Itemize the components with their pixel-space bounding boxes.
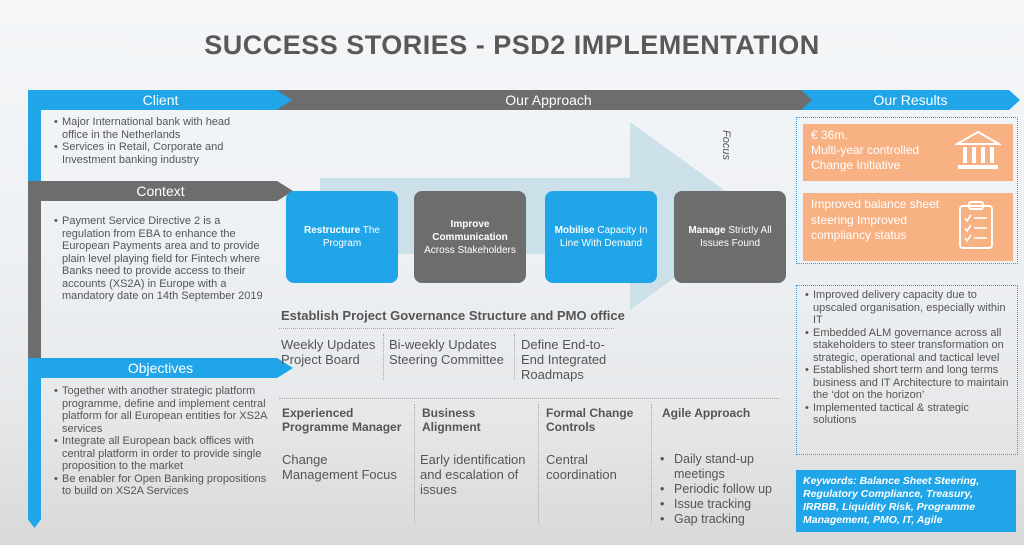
- result-steering-text: Improved balance sheet steering Improved…: [811, 197, 940, 242]
- mobilise-card: Mobilise Capacity In Line With Demand: [545, 191, 657, 283]
- client-side-bar: [28, 90, 41, 185]
- list-item: Gap tracking: [660, 512, 785, 527]
- card-bold: Manage: [688, 225, 726, 236]
- client-header: Client: [28, 90, 293, 110]
- communication-card: Improve Communication Across Stakeholder…: [414, 191, 526, 283]
- card-rest: The Program: [322, 225, 380, 249]
- governance-item: Define End-to-End Integrated Roadmaps: [521, 337, 607, 382]
- objectives-header-label: Objectives: [127, 360, 194, 376]
- list-item: Integrate all European back offices with…: [54, 435, 269, 473]
- results-header: Our Results: [801, 90, 1020, 110]
- approach-header-label: Our Approach: [505, 92, 592, 108]
- column-heading: Formal Change Controls: [546, 406, 634, 434]
- list-item: Implemented tactical & strategic solutio…: [805, 402, 1010, 427]
- column-body: Early identification and escalation of i…: [420, 452, 526, 497]
- page-title: SUCCESS STORIES - PSD2 IMPLEMENTATION: [204, 30, 820, 60]
- list-item: Embedded ALM governance across all stake…: [805, 327, 1010, 365]
- results-bullets: Improved delivery capacity due to upscal…: [805, 289, 1010, 427]
- governance-heading: Establish Project Governance Structure a…: [281, 308, 625, 323]
- context-header-label: Context: [136, 183, 185, 199]
- column-heading: Business Alignment: [422, 406, 481, 434]
- keywords-box: Keywords: Balance Sheet Steering, Regula…: [796, 470, 1016, 532]
- divider: [514, 334, 515, 380]
- card-bold: Restructure: [304, 225, 361, 236]
- card-bold: Mobilise: [554, 225, 595, 236]
- divider: [279, 398, 779, 399]
- list-item: Established short term and long terms bu…: [805, 364, 1010, 402]
- list-item: Periodic follow up: [660, 482, 785, 497]
- client-header-label: Client: [142, 92, 179, 108]
- bank-icon: [955, 130, 1001, 169]
- list-item: Daily stand-up meetings: [660, 452, 785, 482]
- column-body: Change Management Focus: [282, 452, 397, 482]
- list-item: Together with another strategic platform…: [54, 385, 269, 435]
- card-bold: Improve Communication: [432, 218, 508, 243]
- result-description: Multi-year controlled Change Initiative: [811, 143, 920, 172]
- column-heading: Experienced Programme Manager: [282, 406, 402, 434]
- objectives-side-bar: [28, 358, 41, 528]
- context-header: Context: [28, 181, 293, 201]
- list-item: Services in Retail, Corporate and Invest…: [54, 141, 259, 166]
- objectives-bullets: Together with another strategic platform…: [54, 385, 269, 498]
- agile-bullets: Daily stand-up meetings Periodic follow …: [660, 452, 785, 527]
- divider: [651, 404, 652, 524]
- list-item: Improved delivery capacity due to upscal…: [805, 289, 1010, 327]
- restructure-card: Restructure The Program: [286, 191, 398, 283]
- list-item: Payment Service Directive 2 is a regulat…: [54, 215, 264, 303]
- list-item: Issue tracking: [660, 497, 785, 512]
- list-item: Major International bank with head offic…: [54, 116, 259, 141]
- results-frame: [796, 117, 1018, 264]
- divider: [414, 404, 415, 524]
- context-bullets: Payment Service Directive 2 is a regulat…: [54, 215, 264, 303]
- result-box-savings: € 36m. Multi-year controlled Change Init…: [803, 124, 1013, 181]
- focus-label: Focus: [720, 130, 732, 160]
- context-side-bar: [28, 183, 41, 365]
- divider: [383, 334, 384, 380]
- card-rest: Across Stakeholders: [424, 244, 516, 256]
- list-item: Be enabler for Open Banking propositions…: [54, 473, 269, 498]
- client-bullets: Major International bank with head offic…: [54, 116, 259, 166]
- checklist-icon: [959, 201, 993, 249]
- result-box-steering: Improved balance sheet steering Improved…: [803, 193, 1013, 261]
- results-header-label: Our Results: [873, 92, 948, 108]
- column-body: Central coordination: [546, 452, 617, 482]
- card-rest: Capacity In Line With Demand: [559, 225, 648, 249]
- objectives-header: Objectives: [28, 358, 293, 378]
- divider: [279, 328, 614, 329]
- manage-card: Manage Strictly All Issues Found: [674, 191, 786, 283]
- divider: [538, 404, 539, 524]
- column-heading: Agile Approach: [662, 406, 751, 420]
- result-amount: € 36m.: [811, 128, 848, 142]
- approach-header: Our Approach: [276, 90, 821, 110]
- results-bullets-frame: [796, 285, 1018, 455]
- governance-item: Bi-weekly Updates Steering Committee: [389, 337, 504, 367]
- governance-item: Weekly Updates Project Board: [281, 337, 376, 367]
- card-rest: Strictly All Issues Found: [699, 225, 772, 249]
